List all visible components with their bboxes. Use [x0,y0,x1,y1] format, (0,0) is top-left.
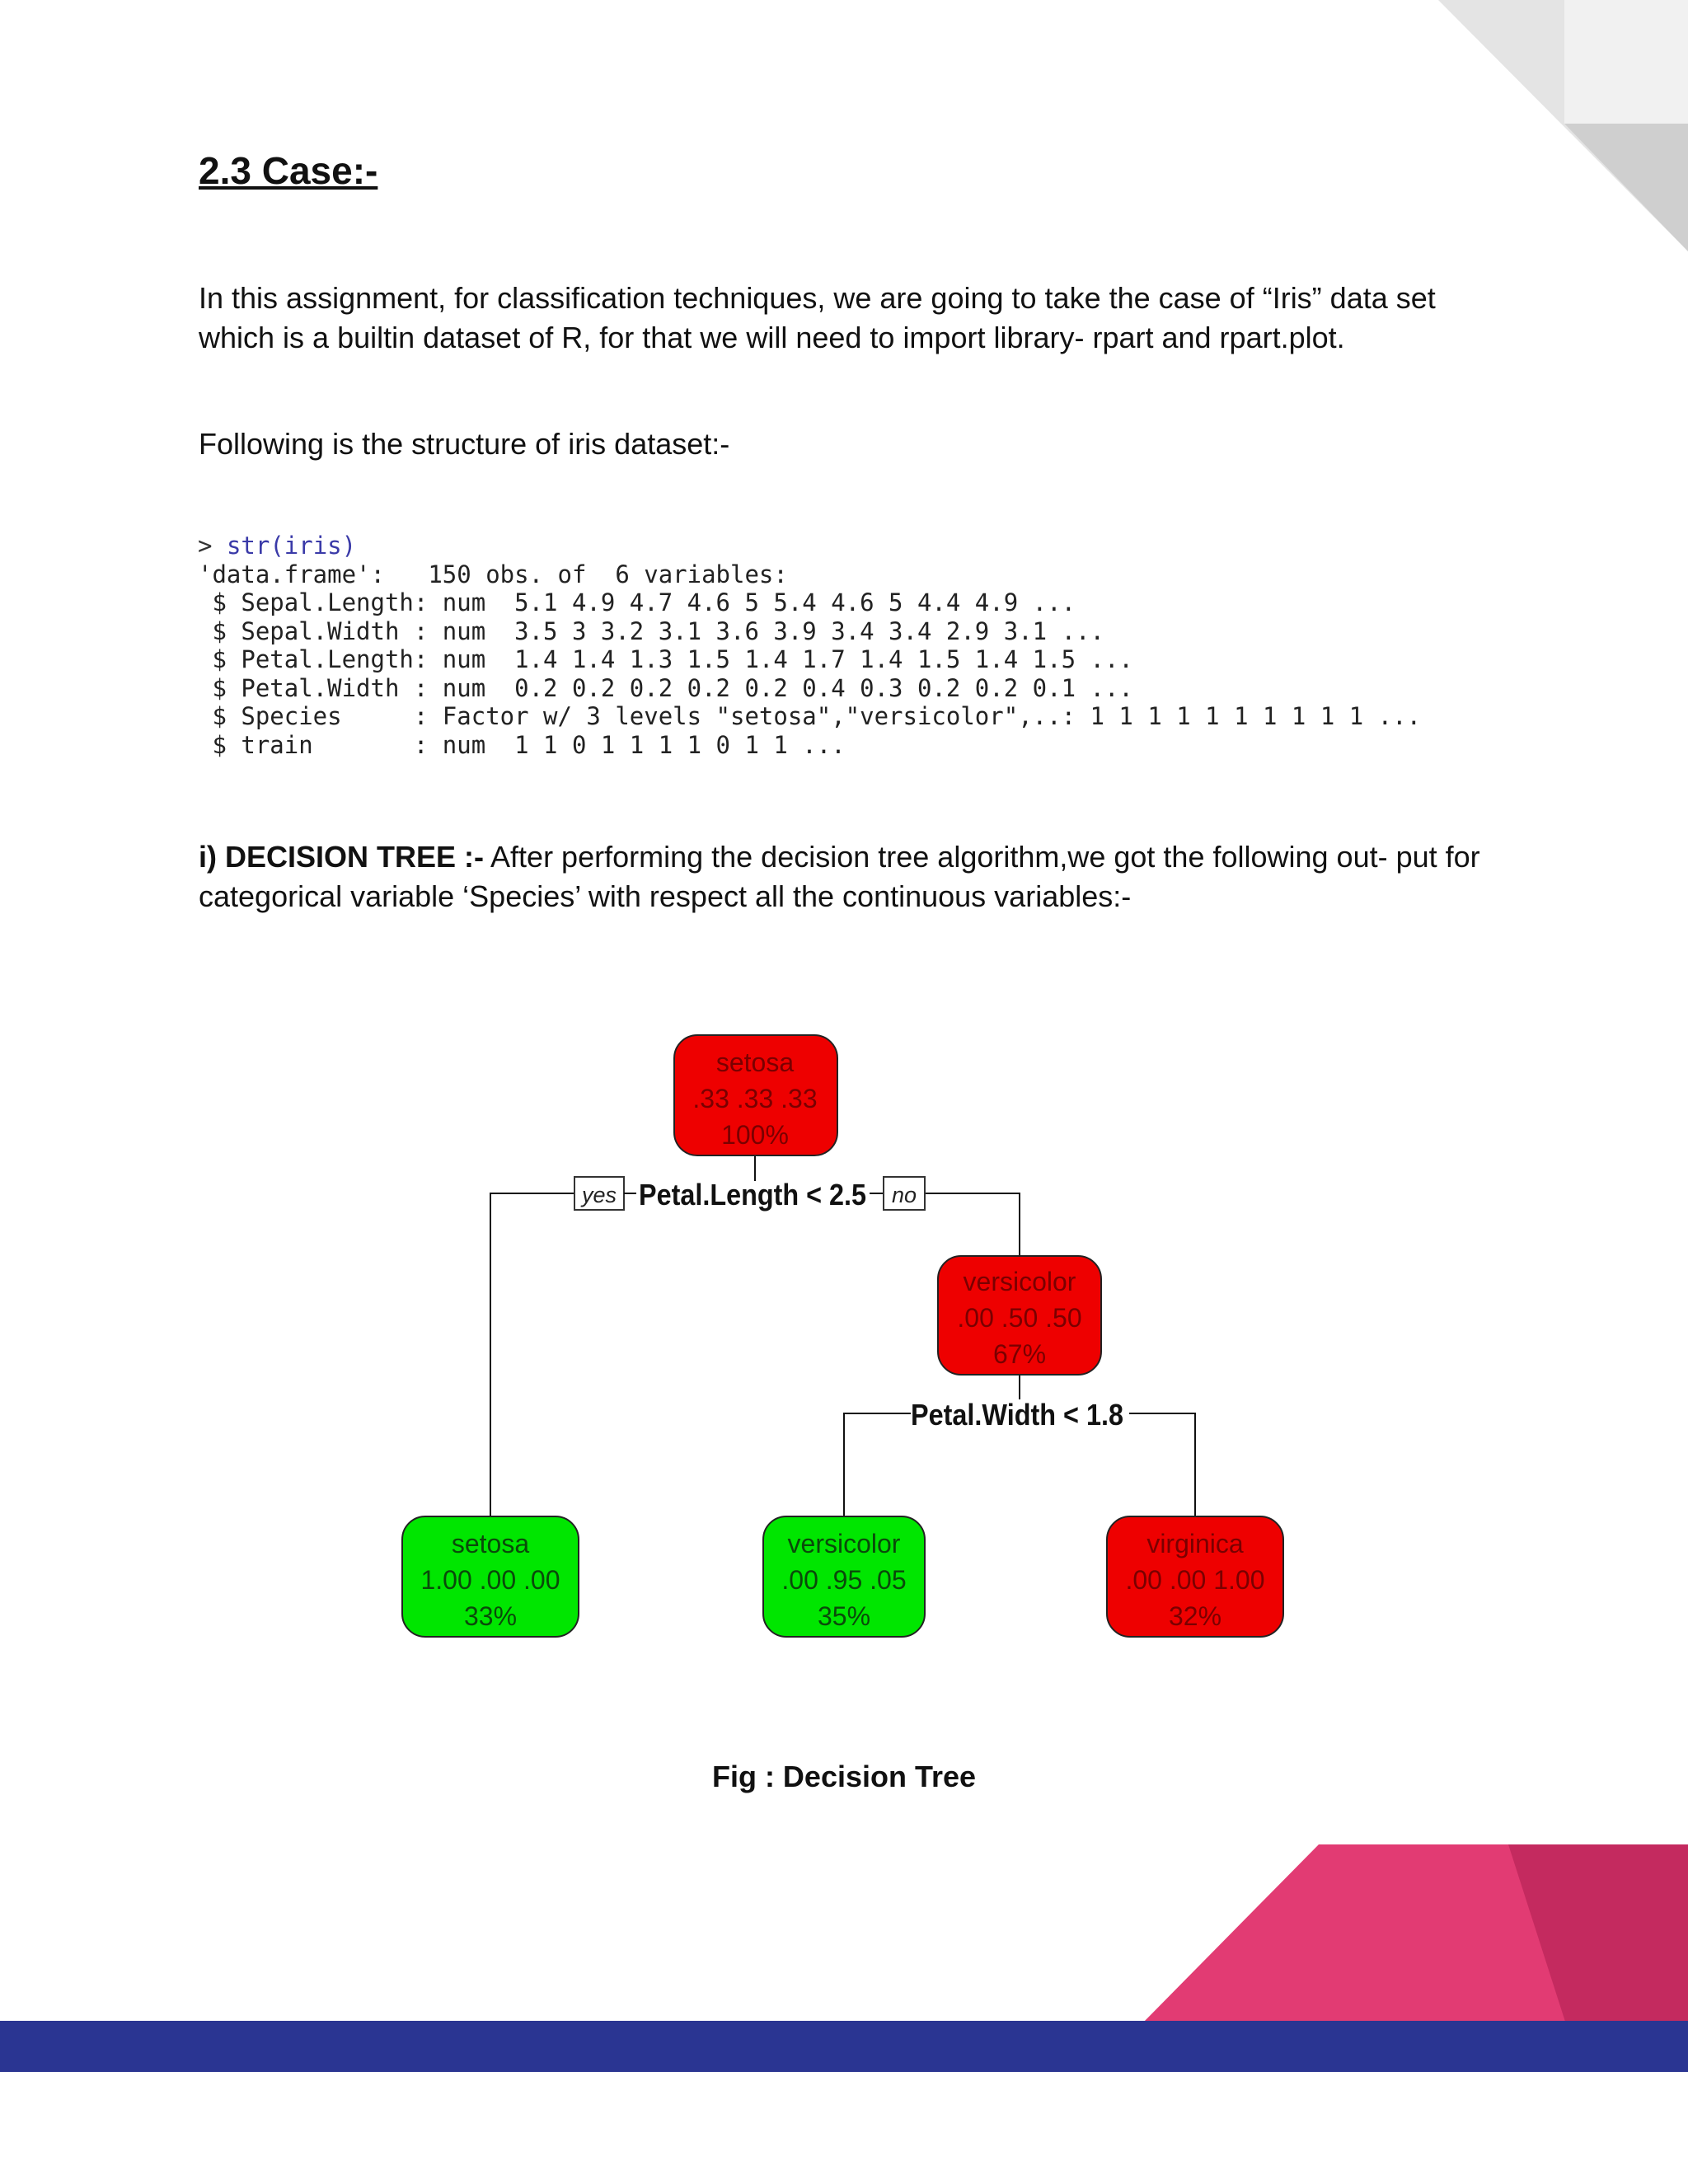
tree-leaf-versicolor: versicolor .00 .95 .05 35% [762,1516,926,1638]
console-line: $ Species : Factor w/ 3 levels "setosa",… [198,702,1422,730]
tree-edges [490,1155,1196,1518]
node-label: versicolor [964,1267,1076,1296]
edge-right-right [1129,1413,1196,1516]
console-prompt: > [198,532,213,560]
figure-caption: Fig : Decision Tree [711,1760,977,1793]
edge-root-left [490,1193,574,1518]
node-label: virginica [1146,1529,1244,1558]
node-label: versicolor [788,1529,901,1558]
tree-leaf-virginica: virginica .00 .00 1.00 32% [1106,1516,1284,1638]
node-label: setosa [452,1529,529,1558]
node-pct: 100% [721,1120,789,1150]
console-line: $ train : num 1 1 0 1 1 1 1 0 1 1 ... [198,730,846,759]
console-line: $ Petal.Length: num 1.4 1.4 1.3 1.5 1.4 … [198,645,1133,673]
split-2-label: Petal.Width < 1.8 [911,1398,1123,1432]
node-pct: 35% [818,1601,870,1631]
node-pct: 67% [993,1339,1046,1369]
node-probs: 1.00 .00 .00 [420,1565,560,1595]
corner-decoration-dark [1564,124,1688,251]
node-box [401,1516,579,1638]
node-pct: 32% [1169,1601,1221,1631]
node-label: setosa [716,1047,794,1077]
footer-decoration-pink-dark [1508,1844,1688,2024]
node-probs: .00 .50 .50 [957,1303,1081,1333]
tree-node-root: setosa .33 .33 .33 100% [673,1034,838,1156]
node-box [1106,1516,1284,1638]
node-probs: .00 .95 .05 [781,1565,906,1595]
console-line: $ Sepal.Width : num 3.5 3 3.2 3.1 3.6 3.… [198,616,1104,645]
structure-intro: Following is the structure of iris datas… [199,427,730,461]
tree-node-right: versicolor .00 .50 .50 67% [937,1255,1102,1376]
console-line: $ Sepal.Length: num 5.1 4.9 4.7 4.6 5 5.… [198,588,1076,616]
no-label-box [883,1176,926,1211]
split-1-label: Petal.Length < 2.5 [639,1178,866,1212]
console-line: 'data.frame': 150 obs. of 6 variables: [198,560,788,588]
decision-tree-text: After performing the decision tree algor… [199,840,1480,913]
node-box [673,1034,838,1156]
decision-tree-paragraph: i) DECISION TREE :- After performing the… [199,837,1484,916]
node-box [762,1516,926,1638]
no-label: no [892,1183,917,1207]
node-probs: .00 .00 1.00 [1125,1565,1264,1595]
section-heading: 2.3 Case:- [199,149,378,192]
yes-label: yes [580,1183,617,1207]
decision-tree-lead: i) DECISION TREE :- [199,840,485,874]
corner-decoration-white [1564,0,1688,124]
intro-paragraph: In this assignment, for classification t… [199,281,1436,354]
node-pct: 33% [464,1601,517,1631]
r-console-output: > str(iris) 'data.frame': 150 obs. of 6 … [198,532,1421,759]
tree-leaf-setosa: setosa 1.00 .00 .00 33% [401,1516,579,1638]
edge-root-right [925,1193,1020,1256]
node-probs: .33 .33 .33 [692,1084,817,1113]
node-box [937,1255,1102,1376]
console-command: str(iris) [226,532,357,560]
footer-band [0,2021,1688,2072]
console-line: $ Petal.Width : num 0.2 0.2 0.2 0.2 0.2 … [198,673,1133,702]
edge-right-left [843,1413,911,1516]
